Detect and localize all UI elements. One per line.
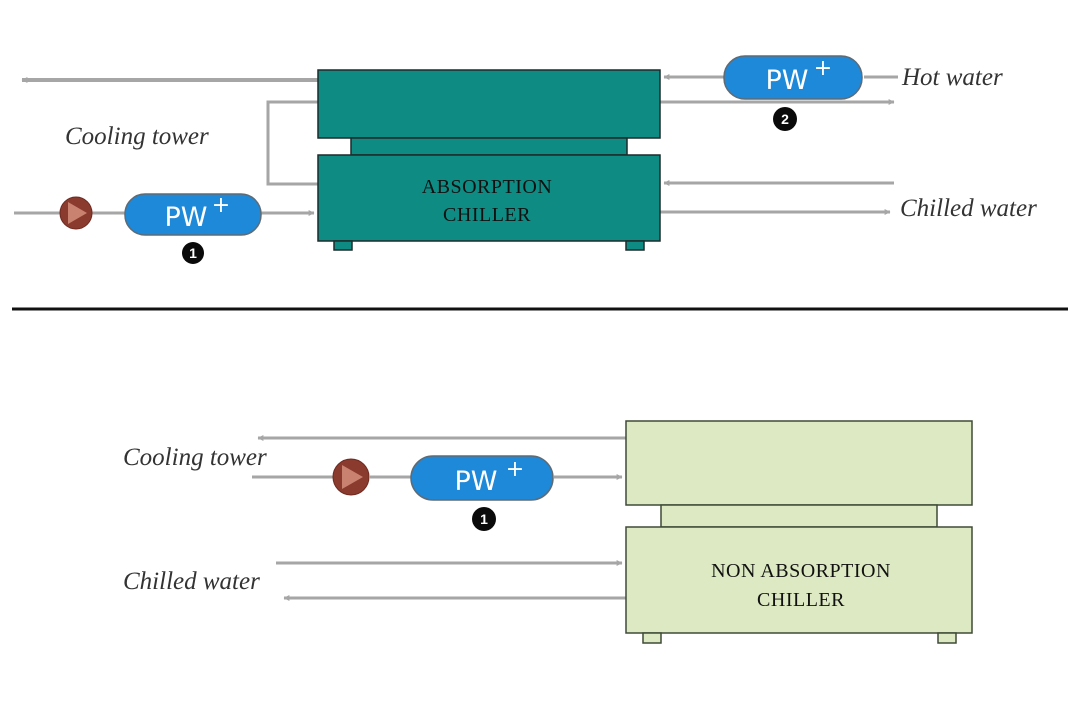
pw-superscript: +	[814, 56, 832, 81]
badge-number: 1	[189, 245, 197, 261]
pump-icon	[59, 196, 93, 230]
chiller-label-line2: CHILLER	[757, 589, 845, 611]
top-flow-lines	[14, 74, 898, 216]
pump-icon	[332, 458, 370, 496]
chilled-water-label: Chilled water	[123, 568, 260, 595]
badge-number: 1	[480, 511, 488, 527]
non-absorption-chiller-diagram: NON ABSORPTION CHILLER PW + 1 Cooling to…	[123, 420, 973, 644]
chiller-lower-section	[317, 154, 661, 242]
pw-superscript: +	[212, 193, 230, 218]
chiller-foot-left	[642, 632, 662, 644]
pw-label: PW	[455, 466, 498, 497]
chiller-foot-left	[333, 240, 353, 251]
chiller-connector	[350, 137, 628, 156]
absorption-chiller-diagram: ABSORPTION CHILLER PW + 1 PW + 2 Cooling	[14, 55, 1037, 264]
number-badge-2: 2	[773, 107, 797, 131]
condenser-loop-line	[266, 100, 318, 186]
chiller-upper-section	[317, 69, 661, 139]
pw-unit-2: PW +	[723, 55, 863, 100]
badge-number: 2	[781, 111, 789, 127]
chiller-connector	[660, 504, 938, 528]
pw-unit-1: PW +	[124, 193, 262, 236]
chiller-label-line1: ABSORPTION	[422, 176, 553, 198]
pw-unit-1: PW +	[410, 455, 554, 501]
chiller-foot-right	[625, 240, 645, 251]
cooling-tower-label: Cooling tower	[123, 444, 267, 471]
number-badge-1: 1	[182, 242, 204, 264]
chiller-lower-section	[625, 526, 973, 634]
number-badge-1: 1	[472, 507, 496, 531]
bottom-flow-lines	[252, 435, 626, 601]
chiller-upper-section	[625, 420, 973, 506]
chiller-label-line2: CHILLER	[443, 204, 531, 226]
chiller-label-line1: NON ABSORPTION	[711, 560, 891, 582]
pw-superscript: +	[506, 457, 524, 482]
absorption-chiller-unit	[317, 69, 661, 251]
pw-label: PW	[766, 65, 809, 96]
pw-label: PW	[165, 202, 208, 233]
chiller-foot-right	[937, 632, 957, 644]
chilled-water-label: Chilled water	[900, 195, 1037, 222]
hot-water-label: Hot water	[901, 64, 1003, 91]
cooling-tower-label: Cooling tower	[65, 123, 209, 150]
non-absorption-chiller-unit	[625, 420, 973, 644]
